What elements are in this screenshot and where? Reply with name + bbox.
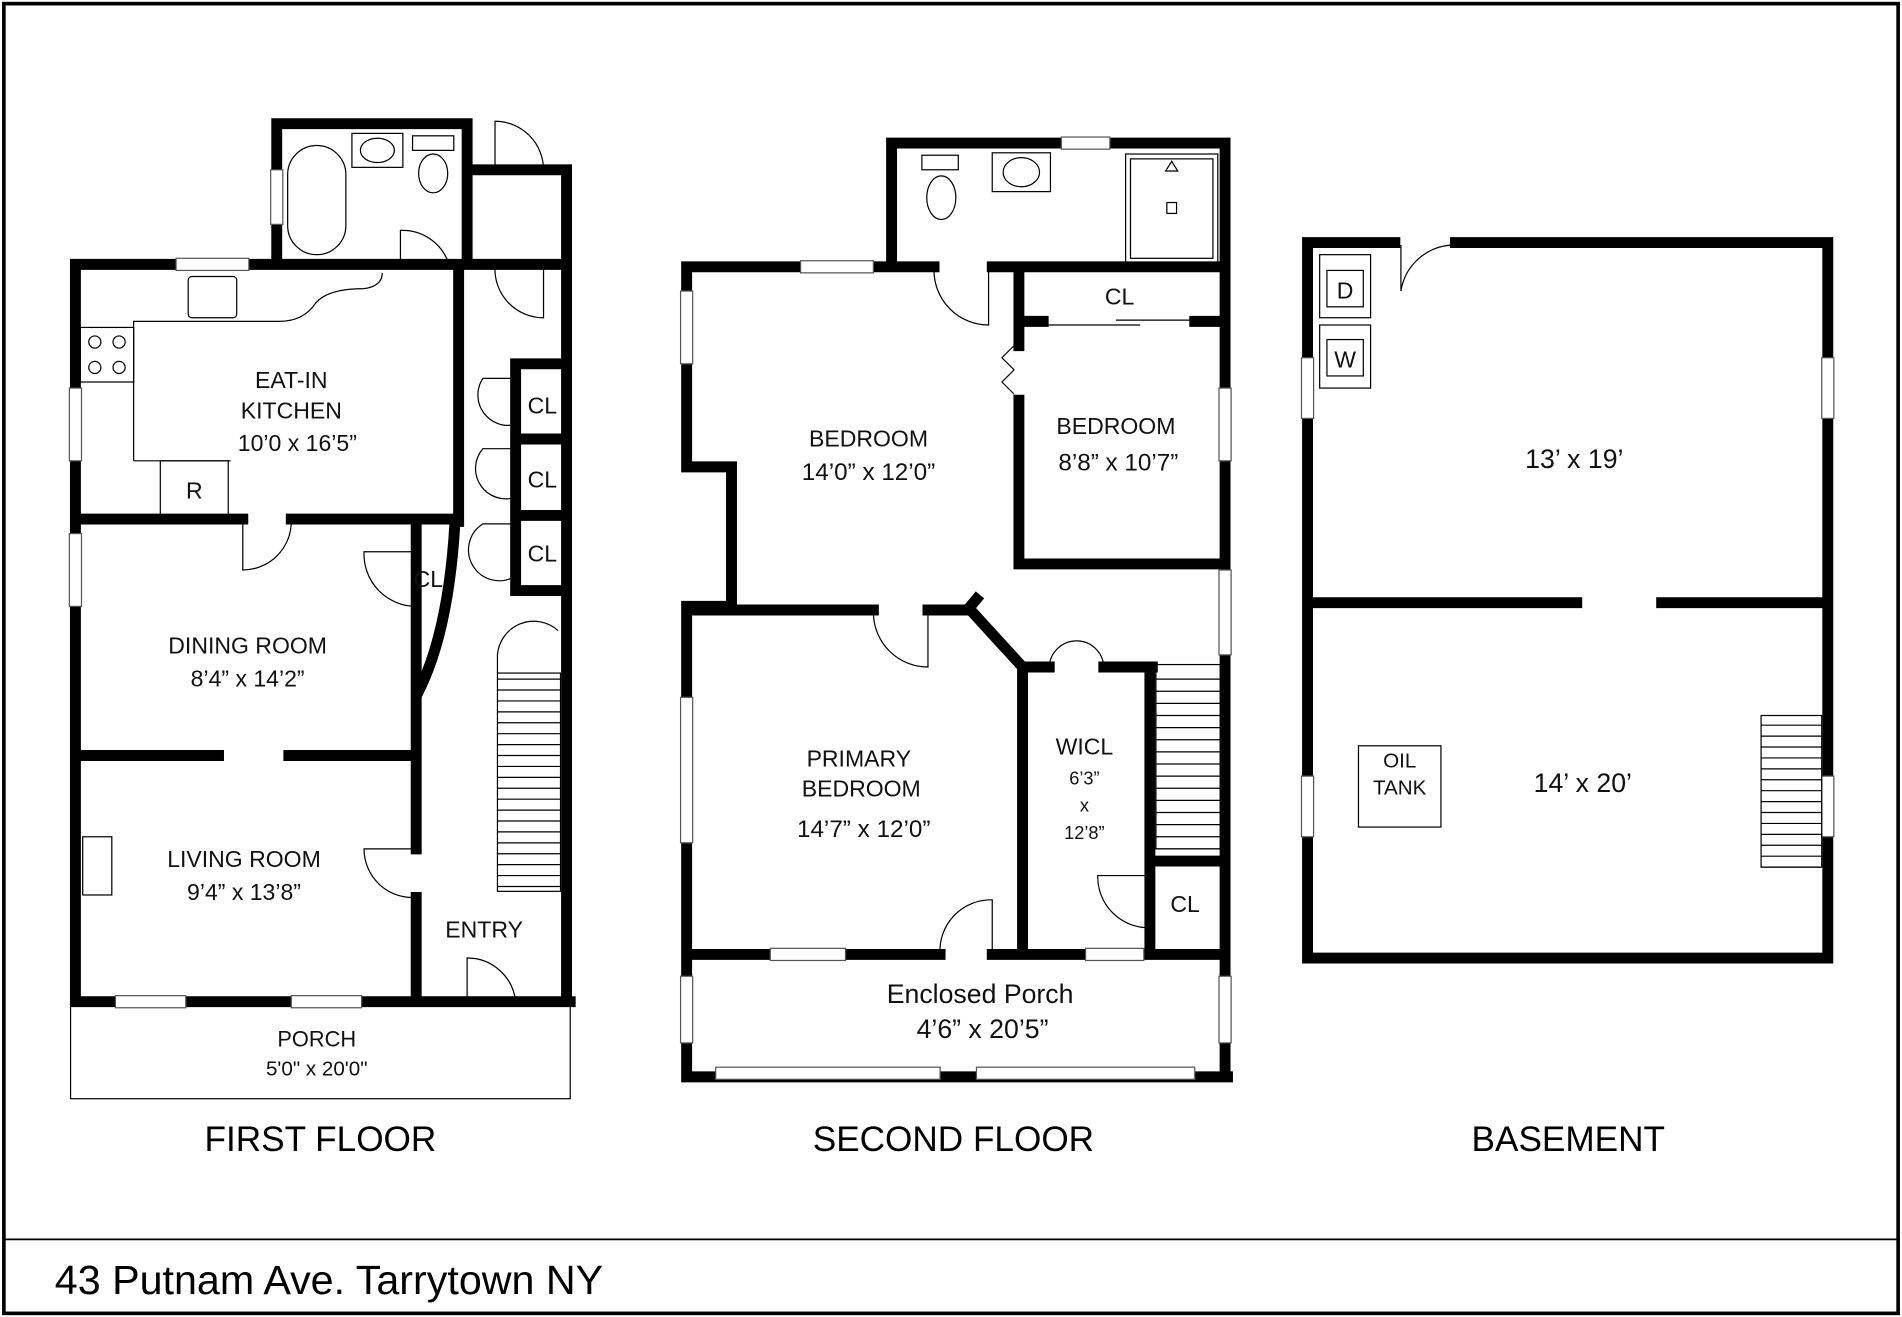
- lower-room-size: 14’ x 20’: [1534, 768, 1632, 798]
- bedroom-size: 8’8” x 10’7”: [1058, 450, 1178, 477]
- kitchen-label-2: KITCHEN: [241, 397, 342, 423]
- primary-bedroom-label: PRIMARY: [807, 745, 912, 771]
- wicl-height: 12’8”: [1064, 823, 1104, 843]
- kitchen-label: EAT-IN: [255, 367, 328, 393]
- wicl-width: 6’3”: [1069, 769, 1099, 789]
- dryer-label: D: [1337, 277, 1354, 303]
- bedroom-label: BEDROOM: [1056, 413, 1175, 439]
- upper-room-size: 13’ x 19’: [1525, 444, 1623, 474]
- bathtub-icon: [287, 144, 347, 256]
- basement-caption: BASEMENT: [1472, 1120, 1665, 1159]
- dryer: [1319, 254, 1372, 319]
- sink-icon: [359, 137, 395, 164]
- stove-icon: [79, 326, 135, 383]
- closet-label: CL: [414, 566, 444, 592]
- oil-tank-label-2: TANK: [1373, 776, 1427, 799]
- basement: D W 13’ x 19’ OIL TANK 14’ x 20’ BASEMEN…: [1300, 237, 1835, 1159]
- washer: [1319, 324, 1372, 389]
- second-floor-caption: SECOND FLOOR: [813, 1120, 1094, 1159]
- refrigerator-label: R: [186, 477, 203, 503]
- second-floor: BEDROOM 14’0” x 12’0” BEDROOM 8’8” x 10’…: [679, 136, 1233, 1159]
- kitchen-sink-icon: [187, 275, 238, 319]
- washer-label: W: [1334, 346, 1356, 372]
- closet-label: CL: [1105, 283, 1135, 309]
- oil-tank-label: OIL: [1383, 750, 1416, 773]
- sink-icon: [1002, 157, 1041, 188]
- living-label: LIVING ROOM: [167, 846, 321, 872]
- staircase: [1155, 663, 1221, 850]
- property-address-title: 43 Putnam Ave. Tarrytown NY: [55, 1257, 603, 1303]
- closet-label: CL: [528, 540, 558, 566]
- dining-label: DINING ROOM: [168, 633, 327, 659]
- closet-label: CL: [1170, 891, 1200, 917]
- porch-size: 5'0" x 20'0": [266, 1058, 368, 1081]
- kitchen-size: 10’0 x 16’5”: [238, 430, 357, 456]
- closet-label: CL: [528, 467, 558, 493]
- staircase: [1760, 714, 1823, 868]
- shower-icon: [1125, 153, 1219, 264]
- primary-bedroom-size: 14’7” x 12’0”: [797, 816, 930, 843]
- bedroom-label: BEDROOM: [809, 425, 928, 451]
- toilet-icon: [418, 153, 449, 194]
- staircase: [496, 620, 562, 892]
- wicl-label: WICL: [1056, 733, 1114, 759]
- oil-tank: [1357, 745, 1442, 828]
- dining-size: 8’4” x 14’2”: [191, 665, 305, 691]
- refrigerator: [159, 460, 229, 518]
- toilet-icon: [926, 175, 957, 221]
- entry-label: ENTRY: [445, 916, 523, 942]
- wicl-x: x: [1080, 795, 1089, 815]
- enclosed-porch-size: 4’6” x 20’5”: [917, 1014, 1049, 1044]
- enclosed-porch-label: Enclosed Porch: [887, 979, 1074, 1009]
- first-floor-caption: FIRST FLOOR: [204, 1120, 436, 1159]
- primary-bedroom-label-2: BEDROOM: [802, 776, 921, 802]
- closet-label: CL: [528, 393, 558, 419]
- living-size: 9’4” x 13’8”: [187, 879, 301, 905]
- first-floor: R EAT-IN KITCHEN 10’0 x 16’5” CL CL CL C…: [68, 118, 576, 1159]
- porch-label: PORCH: [277, 1027, 356, 1052]
- bedroom-size: 14’0” x 12’0”: [802, 459, 935, 486]
